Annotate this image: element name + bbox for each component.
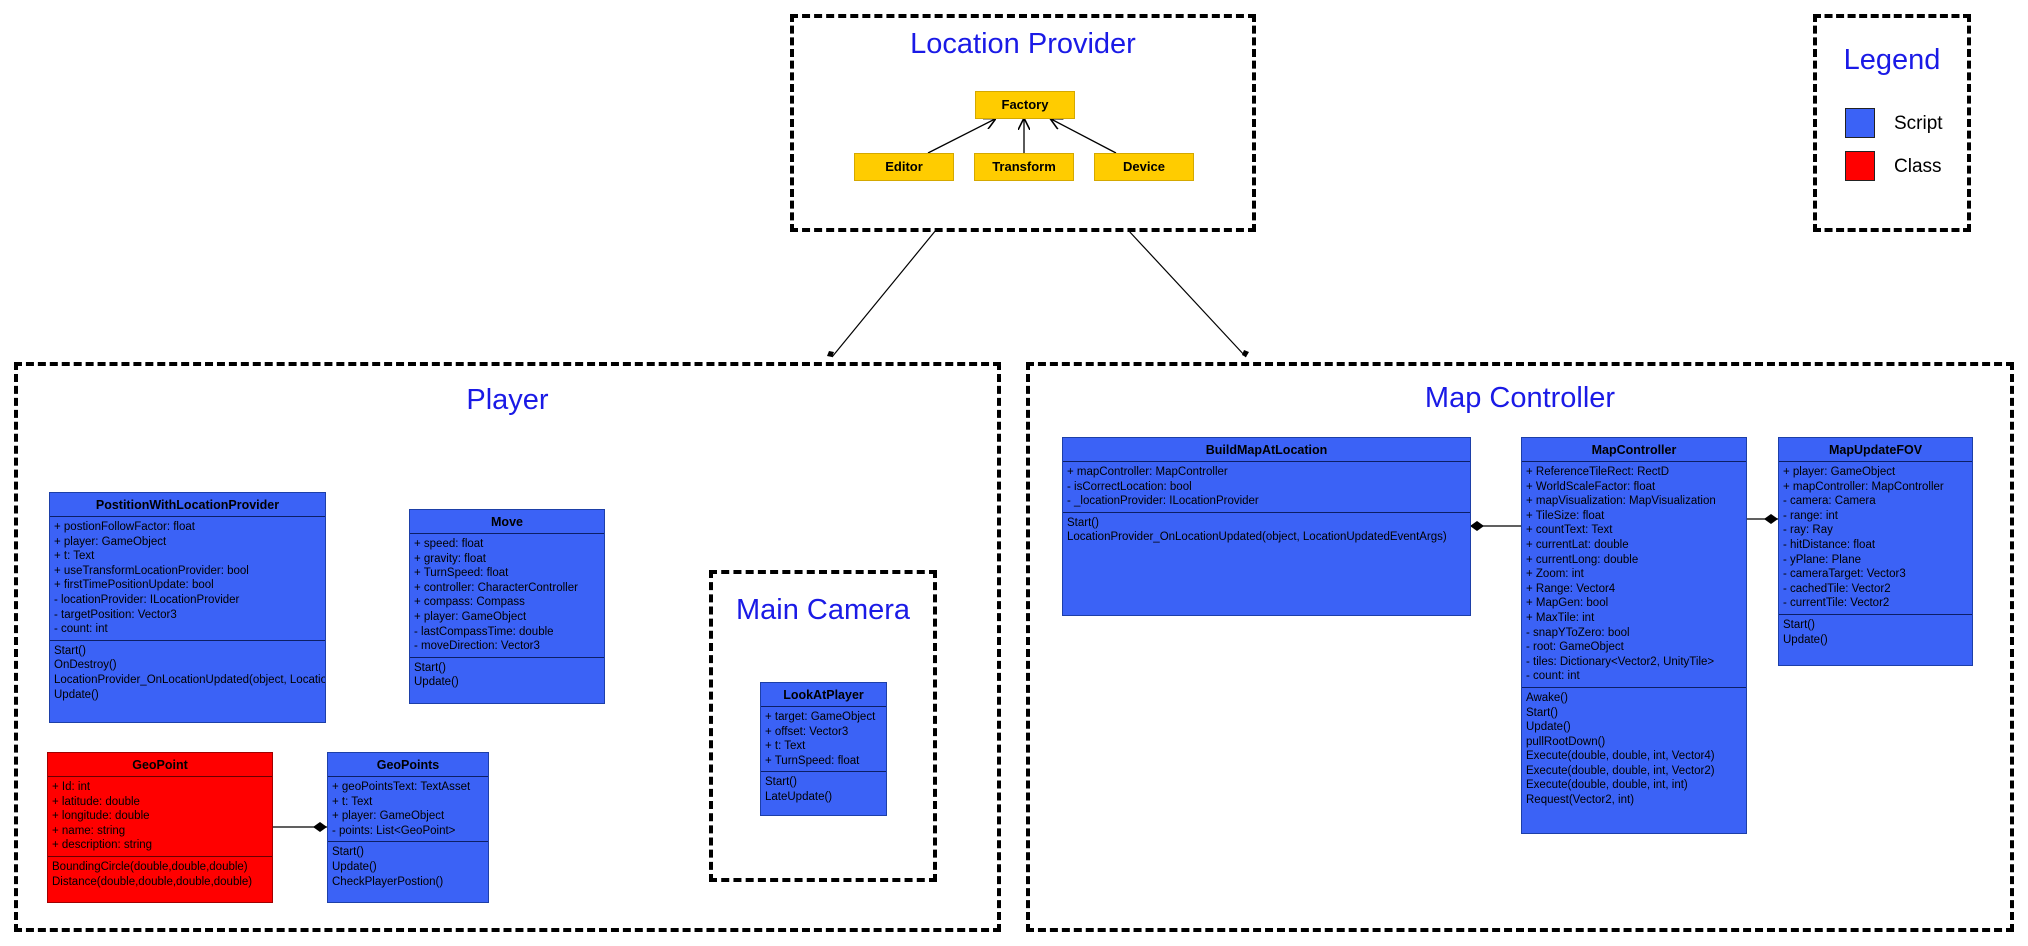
class-attributes: + target: GameObject + offset: Vector3 +… xyxy=(765,711,876,767)
map-controller-package: Map Controller xyxy=(1026,362,2014,932)
class-name: LookAtPlayer xyxy=(761,683,886,707)
device-box: Device xyxy=(1094,153,1194,181)
look-at-player-class: LookAtPlayer + target: GameObject + offs… xyxy=(760,682,887,816)
main-camera-package: Main Camera xyxy=(709,570,937,882)
geopoint-class: GeoPoint + Id: int + latitude: double + … xyxy=(47,752,273,903)
transform-box: Transform xyxy=(974,153,1074,181)
arrow-device-to-factory xyxy=(1051,119,1117,154)
arrow-editor-to-factory xyxy=(927,119,995,154)
geopoints-class: GeoPoints + geoPointsText: TextAsset + t… xyxy=(327,752,489,903)
class-methods: Start() Update() xyxy=(1779,613,1972,650)
legend-class-label: Class xyxy=(1894,156,1942,177)
class-attributes: + postionFollowFactor: float + player: G… xyxy=(54,521,249,636)
map-controller-class: MapController + ReferenceTileRect: RectD… xyxy=(1521,437,1747,834)
class-name: BuildMapAtLocation xyxy=(1063,438,1470,462)
map-controller-title: Map Controller xyxy=(1424,382,1616,414)
class-methods: Start() Update() CheckPlayerPostion() xyxy=(328,841,488,892)
location-provider-title: Location Provider xyxy=(910,28,1136,60)
diamond-geopoints xyxy=(313,822,327,832)
class-methods: Start() LocationProvider_OnLocationUpdat… xyxy=(1063,511,1470,548)
class-name: GeoPoints xyxy=(328,753,488,777)
class-attributes: + geoPointsText: TextAsset + t: Text + p… xyxy=(332,781,471,837)
legend-script-label: Script xyxy=(1894,113,1943,134)
legend-box: Legend xyxy=(1813,14,1971,232)
class-methods: Start() OnDestroy() LocationProvider_OnL… xyxy=(50,639,325,705)
legend-script-swatch xyxy=(1845,108,1875,138)
player-package: Player xyxy=(14,362,1001,932)
diamond-buildmap xyxy=(1470,521,1484,531)
move-class: Move + speed: float + gravity: float + T… xyxy=(409,509,605,704)
diamond-map xyxy=(1242,350,1249,357)
class-methods: Start() Update() xyxy=(410,656,604,693)
legend-title: Legend xyxy=(1843,44,1941,76)
build-map-at-location-class: BuildMapAtLocation + mapController: MapC… xyxy=(1062,437,1471,616)
class-methods: Awake() Start() Update() pullRootDown() … xyxy=(1522,686,1746,811)
link-location-to-map xyxy=(1127,229,1247,358)
class-name: PostitionWithLocationProvider xyxy=(50,493,325,517)
legend-class-swatch xyxy=(1845,151,1875,181)
diamond-fov xyxy=(1764,514,1778,524)
class-name: GeoPoint xyxy=(48,753,272,777)
class-methods: BoundingCircle(double,double,double) Dis… xyxy=(48,855,272,892)
class-name: MapUpdateFOV xyxy=(1779,438,1972,462)
class-attributes: + speed: float + gravity: float + TurnSp… xyxy=(414,538,578,653)
main-camera-title: Main Camera xyxy=(735,594,911,626)
player-title: Player xyxy=(466,384,549,416)
diamond-player xyxy=(827,351,834,357)
class-methods: Start() LateUpdate() xyxy=(761,771,886,807)
location-provider-package: Location Provider xyxy=(790,14,1256,232)
map-update-fov-class: MapUpdateFOV + player: GameObject + mapC… xyxy=(1778,437,1973,666)
class-name: Move xyxy=(410,510,604,534)
factory-box: Factory xyxy=(975,91,1075,119)
class-name: MapController xyxy=(1522,438,1746,462)
class-attributes: + ReferenceTileRect: RectD + WorldScaleF… xyxy=(1526,466,1716,683)
link-location-to-player xyxy=(831,229,937,358)
class-attributes: + mapController: MapController - isCorre… xyxy=(1067,466,1259,508)
class-attributes: + Id: int + latitude: double + longitude… xyxy=(52,781,153,852)
class-attributes: + player: GameObject + mapController: Ma… xyxy=(1783,466,1944,610)
position-with-location-provider-class: PostitionWithLocationProvider + postionF… xyxy=(49,492,326,723)
editor-box: Editor xyxy=(854,153,954,181)
